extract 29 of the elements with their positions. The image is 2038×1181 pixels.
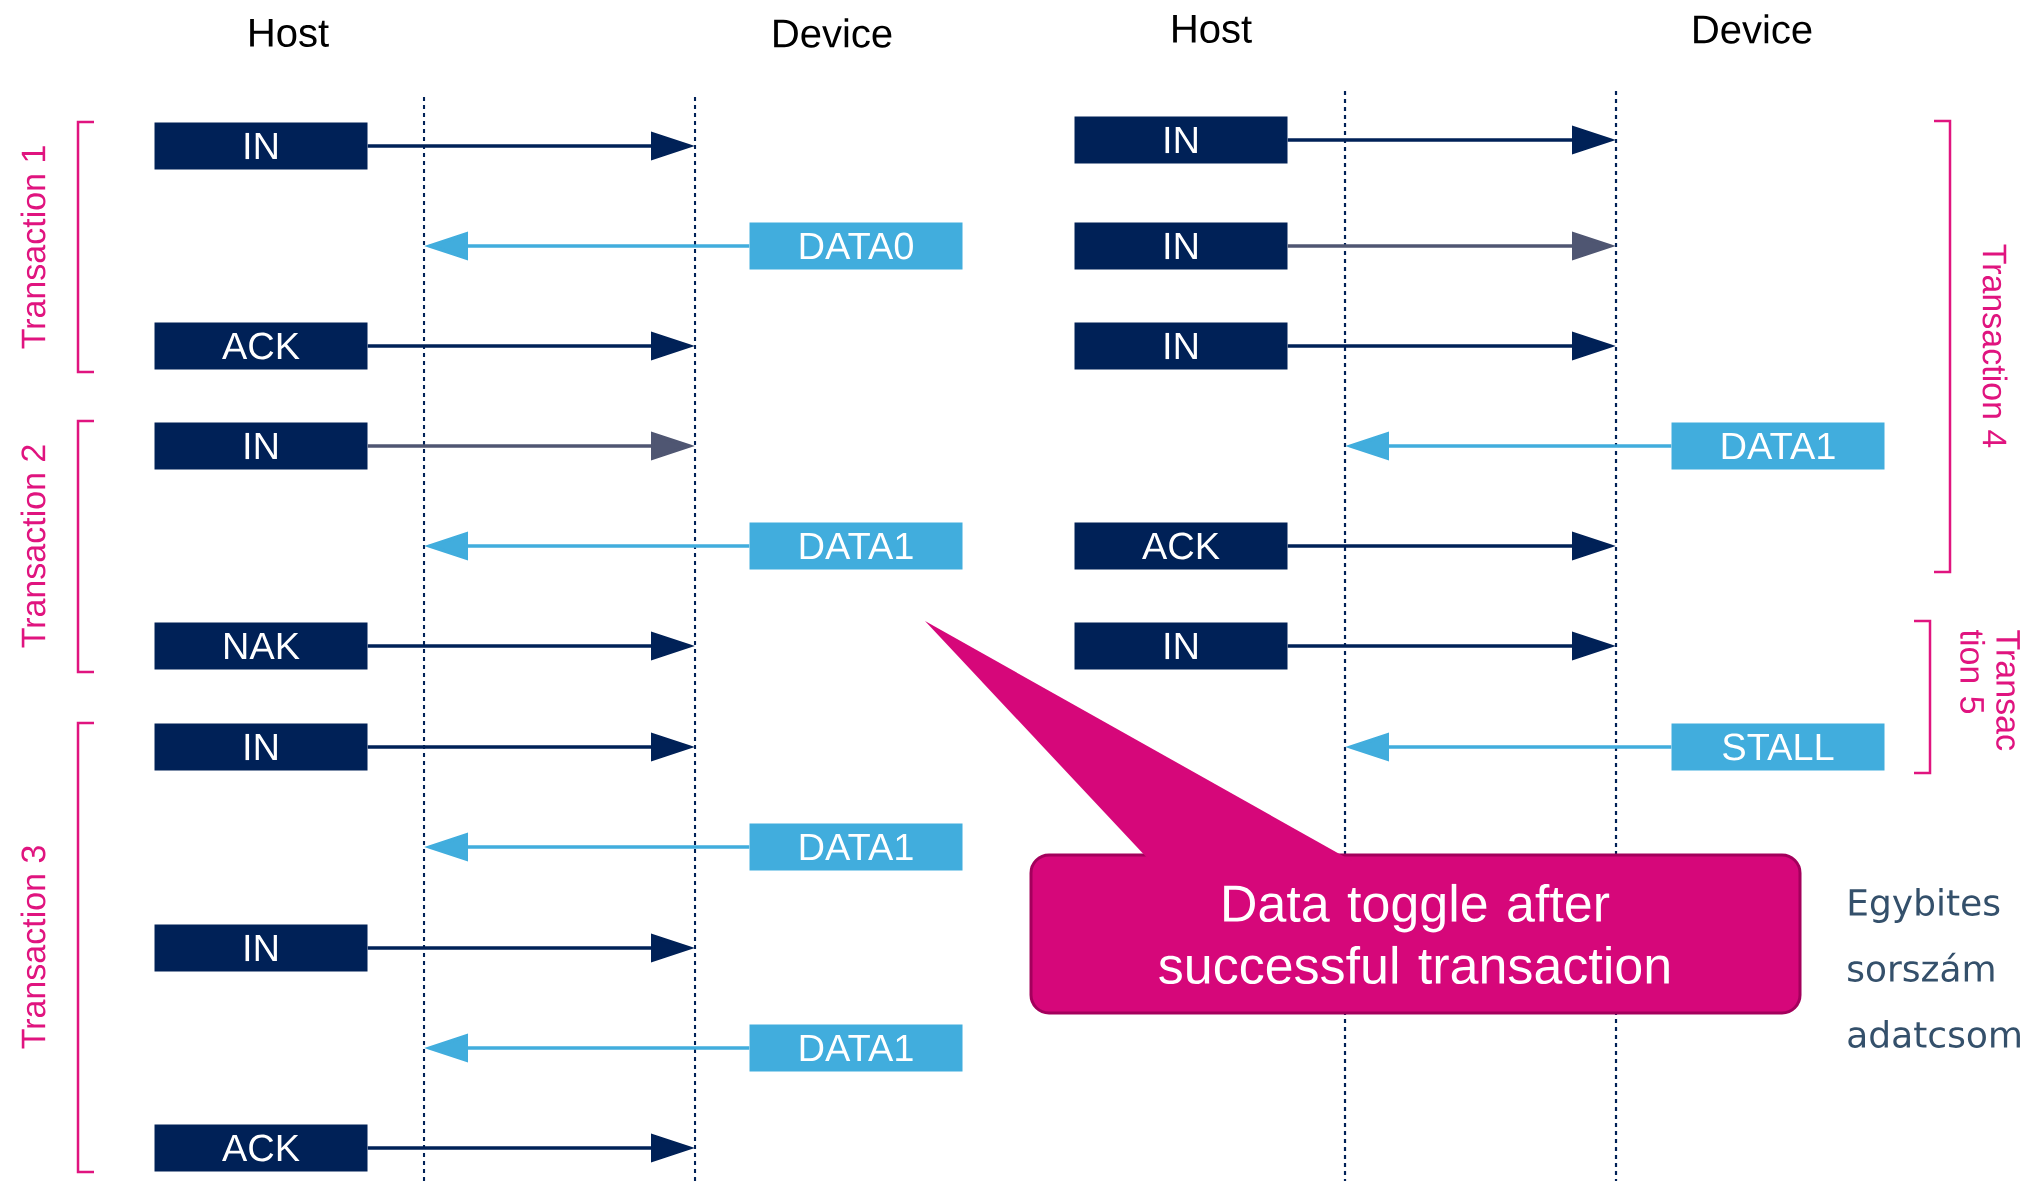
packet-box: IN bbox=[1074, 622, 1288, 670]
packet-box: DATA1 bbox=[1671, 422, 1885, 470]
transaction-label: Transaction 2 bbox=[20, 445, 46, 648]
packet-box: ACK bbox=[154, 1124, 368, 1172]
column-heading: Device bbox=[774, 18, 892, 48]
packet-box: IN bbox=[1074, 322, 1288, 370]
packet-box: ACK bbox=[154, 322, 368, 370]
node-text: Data toggle after successful transaction bbox=[1159, 883, 1669, 985]
packet-box: IN bbox=[154, 924, 368, 972]
column-heading: Device bbox=[1694, 14, 1812, 44]
transaction-label: Transaction 3 bbox=[20, 846, 46, 1049]
packet-box: DATA1 bbox=[749, 522, 963, 570]
packet-box: NAK bbox=[154, 622, 368, 670]
column-heading: Host bbox=[1173, 15, 1252, 43]
packet-box: IN bbox=[1074, 116, 1288, 164]
transaction-label: Transac tion 5 bbox=[1960, 630, 2020, 751]
packet-box: IN bbox=[154, 422, 368, 470]
packet-box: ACK bbox=[1074, 522, 1288, 570]
packet-box: IN bbox=[1074, 222, 1288, 270]
packet-box: IN bbox=[154, 122, 368, 170]
column-heading: Host bbox=[250, 19, 329, 47]
packet-box: STALL bbox=[1671, 723, 1885, 771]
packet-box: DATA1 bbox=[749, 1024, 963, 1072]
packet-box: DATA1 bbox=[749, 823, 963, 871]
packet-box: DATA0 bbox=[749, 222, 963, 270]
transaction-label: Transaction 1 bbox=[20, 146, 46, 349]
packet-box: IN bbox=[154, 723, 368, 771]
note-text: Egybites sorszám adatcsom bbox=[1848, 888, 2020, 1048]
transaction-label: Transaction 4 bbox=[1982, 244, 2008, 448]
